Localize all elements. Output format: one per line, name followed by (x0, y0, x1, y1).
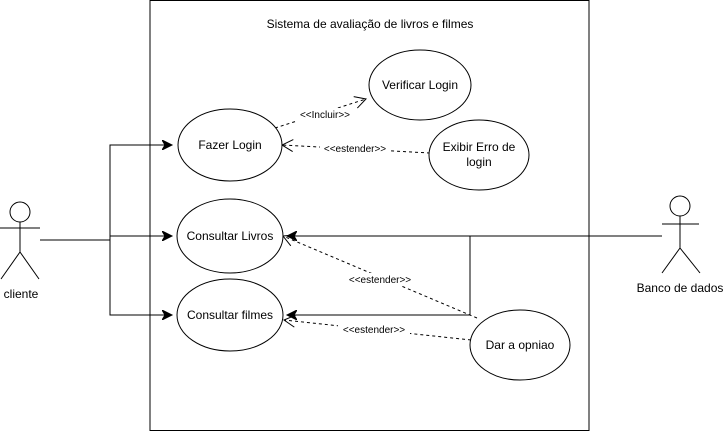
incluir-label: <<Incluir>> (300, 110, 350, 121)
system-title: Sistema de avaliação de livros e filmes (267, 17, 474, 31)
use-case-dar-opniao: Dar a opniao (469, 309, 571, 381)
incluir-relation (274, 96, 367, 129)
estender-filmes-label: <<estender>> (343, 325, 405, 336)
actor-banco-label: Banco de dados (637, 281, 724, 295)
estender-login-label: <<estender>> (324, 144, 386, 155)
use-case-exibir-erro-label-line2: login (466, 155, 491, 169)
estender-filmes-relation (282, 314, 472, 341)
use-case-exibir-erro-label-line1: Exibir Erro de (443, 140, 516, 154)
estender-livros-label: <<estender>> (349, 275, 411, 286)
use-case-consultar-filmes-label: Consultar filmes (187, 308, 273, 322)
use-case-verificar-login: Verificar Login (368, 49, 472, 121)
use-case-consultar-livros: Consultar Livros (176, 198, 284, 274)
actor-banco-de-dados (661, 195, 701, 274)
use-case-consultar-filmes: Consultar filmes (176, 278, 284, 352)
estender-livros-relation (282, 234, 478, 319)
use-case-consultar-livros-label: Consultar Livros (187, 229, 274, 243)
cliente-connectors (40, 145, 172, 315)
actor-cliente-label: cliente (4, 287, 39, 301)
use-case-dar-opniao-label: Dar a opniao (486, 338, 555, 352)
use-case-fazer-login-label: Fazer Login (198, 138, 261, 152)
use-case-verificar-login-label: Verificar Login (382, 78, 458, 92)
actor-cliente (0, 201, 40, 280)
use-case-exibir-erro: Exibir Erro de login (428, 119, 530, 191)
use-case-fazer-login: Fazer Login (177, 108, 283, 182)
